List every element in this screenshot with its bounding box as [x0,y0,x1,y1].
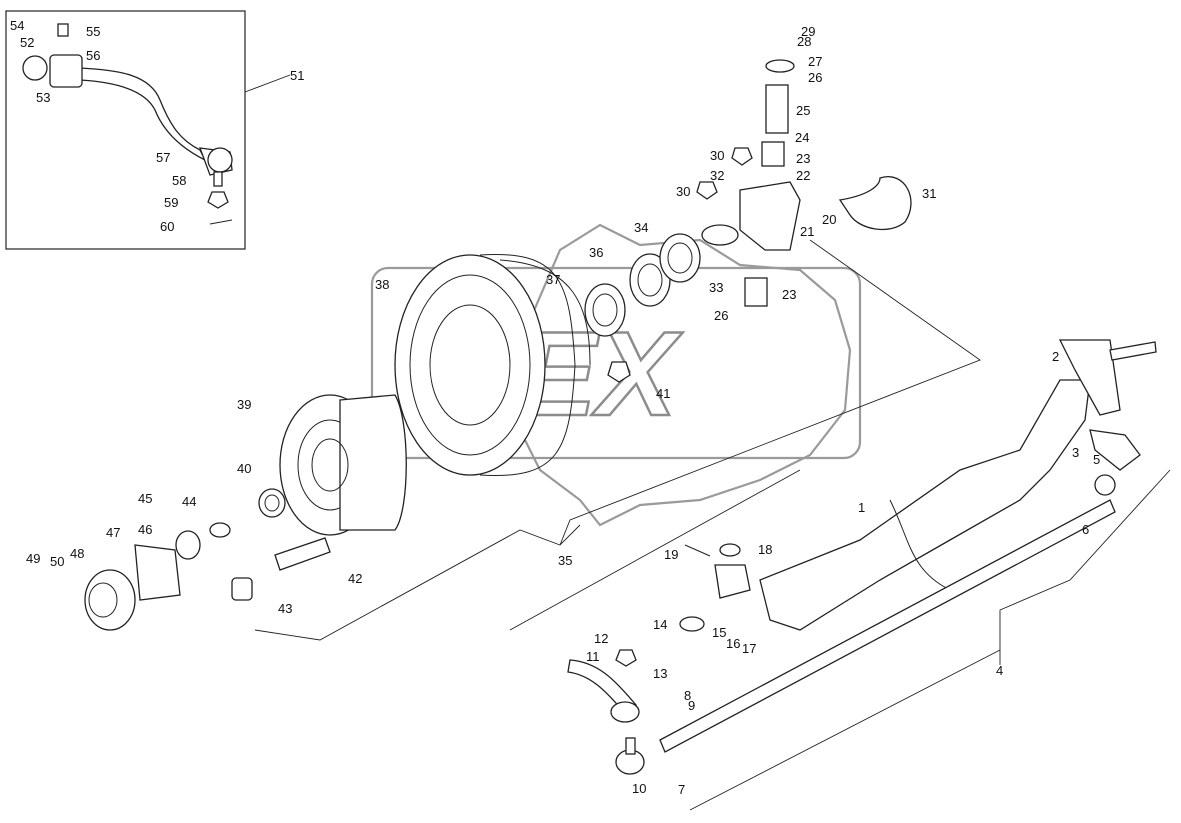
callout-16: 16 [726,636,740,651]
callout-54: 54 [10,18,24,33]
hub-cap-group [84,361,631,631]
callout-12: 12 [594,631,608,646]
callout-57: 57 [156,150,170,165]
callout-42: 42 [348,571,362,586]
callout-6: 6 [1082,522,1089,537]
callout-20: 20 [822,212,836,227]
callout-24: 24 [795,130,809,145]
callout-8: 8 [684,688,691,703]
hub-bearings [258,233,701,518]
callout-35: 35 [558,553,572,568]
callout-40: 40 [237,461,251,476]
callout-37: 37 [546,272,560,287]
inset-tie-rod-assembly [5,10,246,250]
callout-34: 34 [634,220,648,235]
callout-26a: 26 [808,70,822,85]
callout-9: 9 [688,698,695,713]
callout-58: 58 [172,173,186,188]
callout-1: 1 [858,500,865,515]
leader-lines [244,74,1171,811]
callout-31: 31 [922,186,936,201]
callout-labels: 1 2 3 4 5 6 7 8 9 10 11 12 13 14 15 16 1… [10,18,1100,797]
callout-41: 41 [656,386,670,401]
callout-45: 45 [138,491,152,506]
callout-52: 52 [20,35,34,50]
callout-43: 43 [278,601,292,616]
callout-5: 5 [1093,452,1100,467]
callout-25: 25 [796,103,810,118]
callout-17: 17 [742,641,756,656]
callout-14: 14 [653,617,667,632]
axle-beam [759,339,1157,631]
callout-29: 29 [801,24,815,39]
callout-11: 11 [586,649,600,664]
callout-36: 36 [589,245,603,260]
callout-4: 4 [996,663,1003,678]
callout-7: 7 [678,782,685,797]
callout-59: 59 [164,195,178,210]
brake-drum [394,253,591,477]
callout-22: 22 [796,168,810,183]
callout-26b: 26 [714,308,728,323]
callout-48: 48 [70,546,84,561]
callout-50: 50 [50,554,64,569]
callout-30b: 30 [676,184,690,199]
callout-51: 51 [290,68,304,83]
drag-link [567,543,751,775]
callout-49: 49 [26,551,40,566]
callout-30a: 30 [710,148,724,163]
callout-21: 21 [800,224,814,239]
callout-47: 47 [106,525,120,540]
callout-46: 46 [138,522,152,537]
callout-23a: 23 [796,151,810,166]
callout-19: 19 [664,547,678,562]
callout-28: 28 [797,34,811,49]
callout-33: 33 [709,280,723,295]
callout-53: 53 [36,90,50,105]
callout-10: 10 [632,781,646,796]
callout-23b: 23 [782,287,796,302]
tie-rod [659,429,1141,753]
callout-13: 13 [653,666,667,681]
callout-38: 38 [375,277,389,292]
callout-15: 15 [712,625,726,640]
callout-56: 56 [86,48,100,63]
callout-2: 2 [1052,349,1059,364]
callout-32: 32 [710,168,724,183]
callout-44: 44 [182,494,196,509]
callout-3: 3 [1072,445,1079,460]
callout-27: 27 [808,54,822,69]
callout-18: 18 [758,542,772,557]
callout-60: 60 [160,219,174,234]
callout-39: 39 [237,397,251,412]
callout-55: 55 [86,24,100,39]
steering-knuckle [696,59,912,307]
wheel-hub [279,394,407,536]
